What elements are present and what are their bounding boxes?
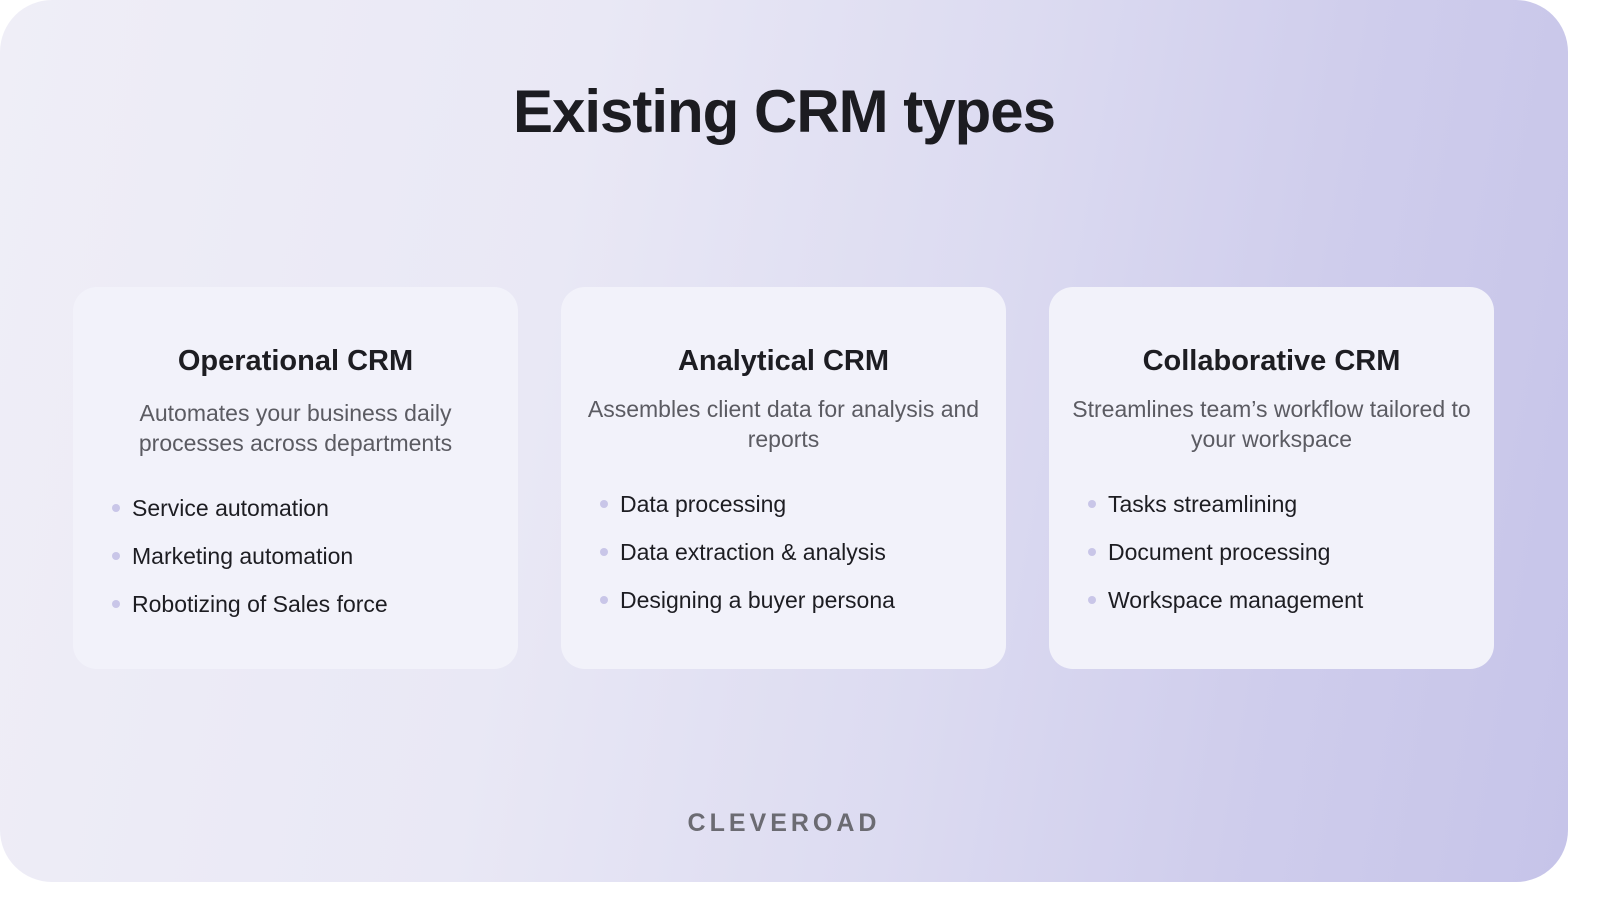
- feature-text: Document processing: [1108, 539, 1331, 565]
- page-title: Existing CRM types: [512, 78, 1056, 145]
- feature-text: Marketing automation: [132, 543, 354, 569]
- feature-text: Service automation: [132, 495, 329, 521]
- list-item: Designing a buyer persona: [600, 576, 895, 624]
- feature-list: Tasks streamlining Document processing W…: [1088, 480, 1363, 624]
- card-subtitle: Automates your business daily processes …: [138, 400, 453, 456]
- card-title: Collaborative CRM: [1142, 345, 1401, 377]
- bullet-dot-icon: [112, 600, 120, 608]
- feature-text: Robotizing of Sales force: [132, 591, 388, 617]
- bullet-dot-icon: [1088, 548, 1096, 556]
- list-item: Data extraction & analysis: [600, 528, 895, 576]
- list-item: Workspace management: [1088, 576, 1363, 624]
- feature-text: Tasks streamlining: [1108, 491, 1298, 517]
- list-item: Document processing: [1088, 528, 1363, 576]
- bullet-dot-icon: [1088, 500, 1096, 508]
- list-item: Marketing automation: [112, 532, 388, 580]
- card-subtitle: Assembles client data for analysis and r…: [587, 396, 980, 452]
- bullet-dot-icon: [112, 504, 120, 512]
- brand-logo: CLEVEROAD: [687, 809, 881, 837]
- card-title: Operational CRM: [177, 345, 414, 377]
- feature-list: Data processing Data extraction & analys…: [600, 480, 895, 624]
- card-subtitle: Streamlines team’s workflow tailored to …: [1072, 396, 1471, 452]
- feature-text: Designing a buyer persona: [620, 587, 895, 613]
- crm-types-cards: Operational CRM Automates your business …: [73, 287, 1494, 669]
- card-analytical-crm: Analytical CRM Assembles client data for…: [561, 287, 1006, 669]
- card-title: Analytical CRM: [677, 345, 890, 377]
- card-collaborative-crm: Collaborative CRM Streamlines team’s wor…: [1049, 287, 1494, 669]
- bullet-dot-icon: [600, 596, 608, 604]
- bullet-dot-icon: [600, 548, 608, 556]
- bullet-dot-icon: [1088, 596, 1096, 604]
- feature-text: Data processing: [620, 491, 787, 517]
- feature-text: Workspace management: [1108, 587, 1364, 613]
- feature-text: Data extraction & analysis: [620, 539, 886, 565]
- infographic-canvas: Existing CRM types Operational CRM Autom…: [0, 0, 1568, 882]
- card-operational-crm: Operational CRM Automates your business …: [73, 287, 518, 669]
- feature-list: Service automation Marketing automation …: [112, 484, 388, 628]
- bullet-dot-icon: [600, 500, 608, 508]
- list-item: Tasks streamlining: [1088, 480, 1363, 528]
- list-item: Service automation: [112, 484, 388, 532]
- bullet-dot-icon: [112, 552, 120, 560]
- list-item: Data processing: [600, 480, 895, 528]
- list-item: Robotizing of Sales force: [112, 580, 388, 628]
